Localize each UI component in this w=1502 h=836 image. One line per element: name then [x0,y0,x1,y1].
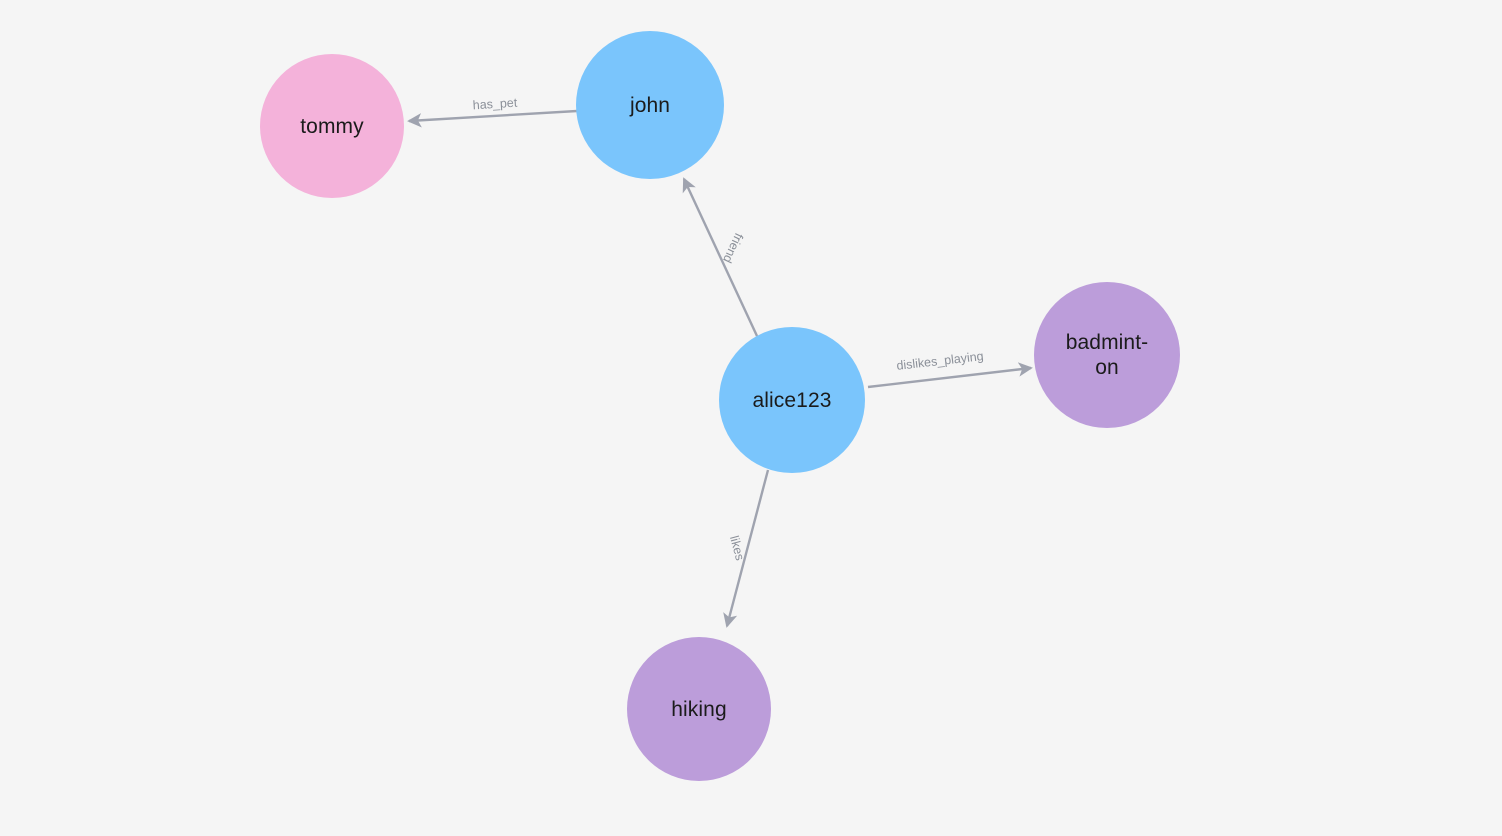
graph-node-hiking[interactable]: hiking [627,637,771,781]
graph-node-label: john [629,93,671,117]
graph-node-badminton[interactable]: badmint- on [1034,282,1180,428]
graph-node-alice123[interactable]: alice123 [719,327,865,473]
graph-node-label: hiking [671,697,727,721]
graph-edge[interactable] [867,362,1033,389]
graph-node-label: alice123 [752,388,832,412]
graph-node-label: tommy [300,114,364,138]
graph-edge[interactable] [407,109,578,128]
graph-node-label: badmint- on [1065,331,1149,379]
graph-node-john[interactable]: john [576,31,724,179]
graph-edge[interactable] [723,469,770,628]
graph-edge[interactable] [682,177,759,337]
graph-node-tommy[interactable]: tommy [260,54,404,198]
